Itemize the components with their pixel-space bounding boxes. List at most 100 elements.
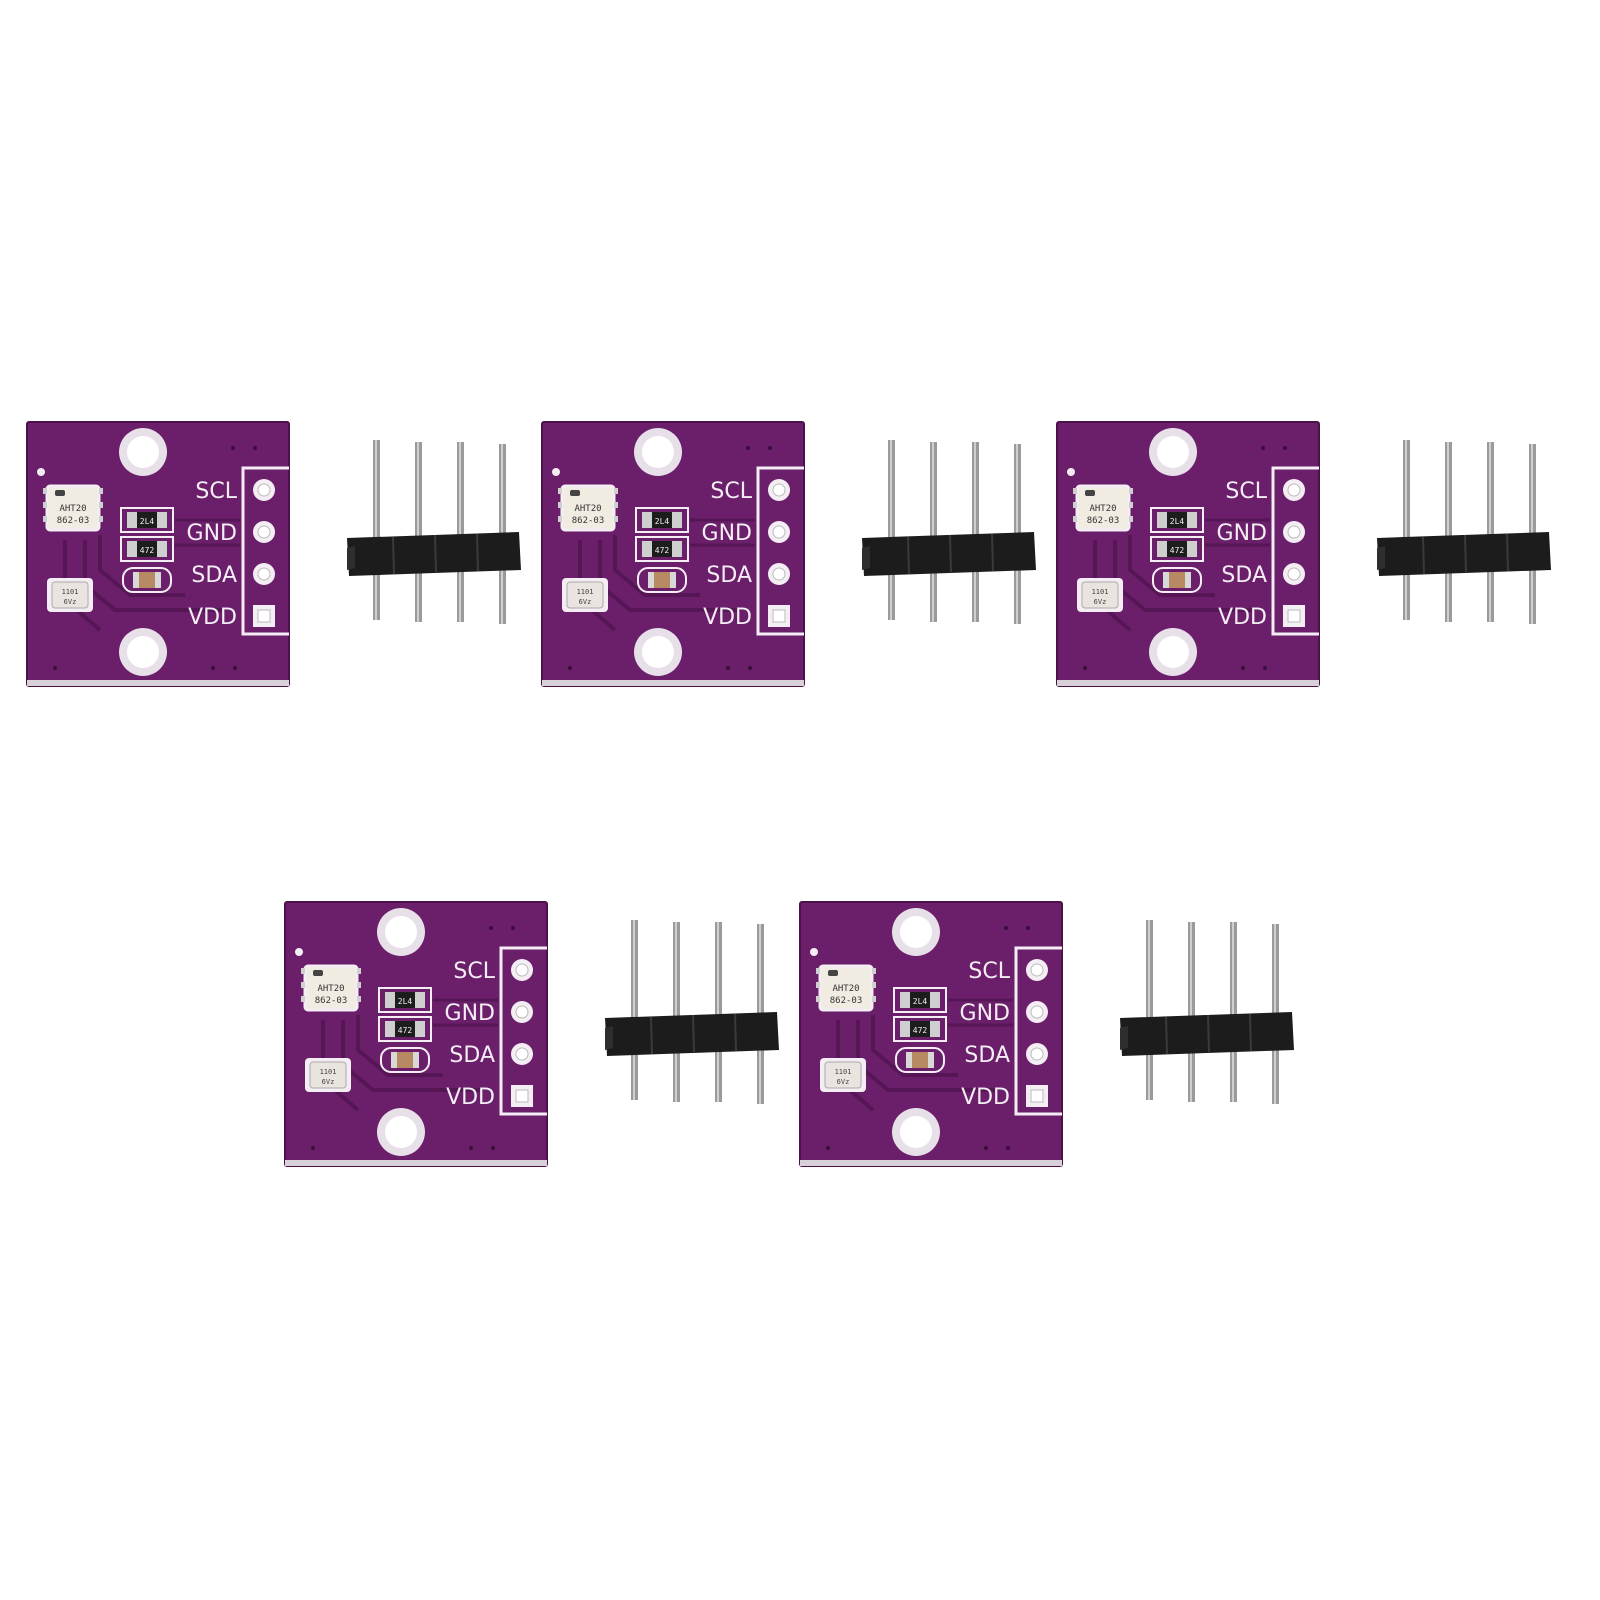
resistor-2: 472 bbox=[378, 1016, 432, 1042]
module-drawing: AHT20 862-03 2L4 472 bbox=[799, 901, 1294, 1167]
chip-label-line2: 862-03 bbox=[315, 996, 348, 1006]
pin-label-vdd: VDD bbox=[703, 605, 752, 630]
pin-label-scl: SCL bbox=[968, 959, 1010, 984]
chip-label-line1: AHT20 bbox=[1089, 504, 1116, 514]
pin-label-gnd: GND bbox=[445, 1001, 495, 1026]
sensor-label-2: 6Vz bbox=[579, 598, 592, 606]
chip-label-line1: AHT20 bbox=[317, 984, 344, 994]
pin-label-scl: SCL bbox=[453, 959, 495, 984]
capacitor bbox=[122, 567, 172, 593]
module-drawing: AHT20 862-03 2L4 472 bbox=[284, 901, 779, 1167]
pin-header bbox=[862, 440, 1036, 624]
pin-label-sda: SDA bbox=[191, 563, 237, 588]
resistor-1: 2L4 bbox=[893, 987, 947, 1013]
header-pads bbox=[756, 466, 804, 636]
pin-header bbox=[347, 440, 521, 624]
sensor-chip: AHT20 862-03 bbox=[558, 484, 618, 532]
sensor-label-2: 6Vz bbox=[64, 598, 77, 606]
sensor-label-1: 1101 bbox=[835, 1068, 852, 1076]
pin-header bbox=[605, 920, 779, 1104]
module-drawing: AHT20 862-03 2L4 472 bbox=[26, 421, 521, 687]
resistor-1-label: 2L4 bbox=[655, 517, 670, 526]
pin-label-scl: SCL bbox=[710, 479, 752, 504]
pin-label-gnd: GND bbox=[960, 1001, 1010, 1026]
sensor-chip: AHT20 862-03 bbox=[43, 484, 103, 532]
resistor-2: 472 bbox=[635, 536, 689, 562]
sensor-label-2: 6Vz bbox=[322, 1078, 335, 1086]
pin-labels: SCL GND SDA VDD bbox=[1217, 479, 1268, 630]
sensor-chip: AHT20 862-03 bbox=[816, 964, 876, 1012]
pin-label-gnd: GND bbox=[1217, 521, 1267, 546]
resistor-2: 472 bbox=[120, 536, 174, 562]
header-pads bbox=[499, 946, 547, 1116]
pin-label-sda: SDA bbox=[706, 563, 752, 588]
header-pads bbox=[1271, 466, 1319, 636]
pin-label-sda: SDA bbox=[964, 1043, 1010, 1068]
resistor-2-label: 472 bbox=[398, 1026, 413, 1035]
resistor-2-label: 472 bbox=[655, 546, 670, 555]
pin-labels: SCL GND SDA VDD bbox=[702, 479, 753, 630]
chip-label-line2: 862-03 bbox=[830, 996, 863, 1006]
sensor-label-2: 6Vz bbox=[837, 1078, 850, 1086]
pin-label-vdd: VDD bbox=[188, 605, 237, 630]
resistor-1-label: 2L4 bbox=[1170, 517, 1185, 526]
sensor-label-1: 1101 bbox=[320, 1068, 337, 1076]
module-drawing: AHT20 862-03 2L4 472 bbox=[1056, 421, 1551, 687]
chip-label-line2: 862-03 bbox=[572, 516, 605, 526]
resistor-1: 2L4 bbox=[1150, 507, 1204, 533]
chip-label-line2: 862-03 bbox=[57, 516, 90, 526]
pin-header bbox=[1120, 920, 1294, 1104]
resistor-1-label: 2L4 bbox=[398, 997, 413, 1006]
resistor-1: 2L4 bbox=[635, 507, 689, 533]
pin-header bbox=[1377, 440, 1551, 624]
pin-label-gnd: GND bbox=[187, 521, 237, 546]
pin-label-scl: SCL bbox=[195, 479, 237, 504]
pin-label-vdd: VDD bbox=[446, 1085, 495, 1110]
pin-label-vdd: VDD bbox=[961, 1085, 1010, 1110]
resistor-1: 2L4 bbox=[378, 987, 432, 1013]
sensor-label-2: 6Vz bbox=[1094, 598, 1107, 606]
sensor-chip: AHT20 862-03 bbox=[301, 964, 361, 1012]
pin-labels: SCL GND SDA VDD bbox=[960, 959, 1011, 1110]
header-pads bbox=[1014, 946, 1062, 1116]
pin-label-sda: SDA bbox=[1221, 563, 1267, 588]
pin-labels: SCL GND SDA VDD bbox=[445, 959, 496, 1110]
resistor-2: 472 bbox=[893, 1016, 947, 1042]
resistor-2-label: 472 bbox=[1170, 546, 1185, 555]
pin-label-scl: SCL bbox=[1225, 479, 1267, 504]
chip-label-line1: AHT20 bbox=[59, 504, 86, 514]
module-drawing: AHT20 862-03 2L4 472 bbox=[541, 421, 1036, 687]
pressure-sensor: 1101 6Vz bbox=[47, 578, 93, 612]
header-pads bbox=[241, 466, 289, 636]
resistor-1: 2L4 bbox=[120, 507, 174, 533]
capacitor bbox=[895, 1047, 945, 1073]
sensor-label-1: 1101 bbox=[62, 588, 79, 596]
sensor-chip: AHT20 862-03 bbox=[1073, 484, 1133, 532]
sensor-module-with-header-2: AHT20 862-03 2L4 472 bbox=[540, 420, 1060, 690]
chip-label-line1: AHT20 bbox=[574, 504, 601, 514]
resistor-1-label: 2L4 bbox=[140, 517, 155, 526]
sensor-module-with-header-5: AHT20 862-03 2L4 472 bbox=[798, 900, 1318, 1170]
pressure-sensor: 1101 6Vz bbox=[820, 1058, 866, 1092]
sensor-module-with-header-3: AHT20 862-03 2L4 472 bbox=[1055, 420, 1575, 690]
sensor-module-with-header-4: AHT20 862-03 2L4 472 bbox=[283, 900, 803, 1170]
resistor-2-label: 472 bbox=[913, 1026, 928, 1035]
resistor-2-label: 472 bbox=[140, 546, 155, 555]
resistor-1-label: 2L4 bbox=[913, 997, 928, 1006]
capacitor bbox=[380, 1047, 430, 1073]
sensor-label-1: 1101 bbox=[577, 588, 594, 596]
chip-label-line1: AHT20 bbox=[832, 984, 859, 994]
sensor-module-with-header-1: AHT20 862-03 2L4 472 bbox=[25, 420, 545, 690]
sensor-label-1: 1101 bbox=[1092, 588, 1109, 596]
pin-labels: SCL GND SDA VDD bbox=[187, 479, 238, 630]
pin-label-vdd: VDD bbox=[1218, 605, 1267, 630]
capacitor bbox=[1152, 567, 1202, 593]
pressure-sensor: 1101 6Vz bbox=[305, 1058, 351, 1092]
capacitor bbox=[637, 567, 687, 593]
pressure-sensor: 1101 6Vz bbox=[562, 578, 608, 612]
pressure-sensor: 1101 6Vz bbox=[1077, 578, 1123, 612]
pin-label-gnd: GND bbox=[702, 521, 752, 546]
pin-label-sda: SDA bbox=[449, 1043, 495, 1068]
chip-label-line2: 862-03 bbox=[1087, 516, 1120, 526]
resistor-2: 472 bbox=[1150, 536, 1204, 562]
